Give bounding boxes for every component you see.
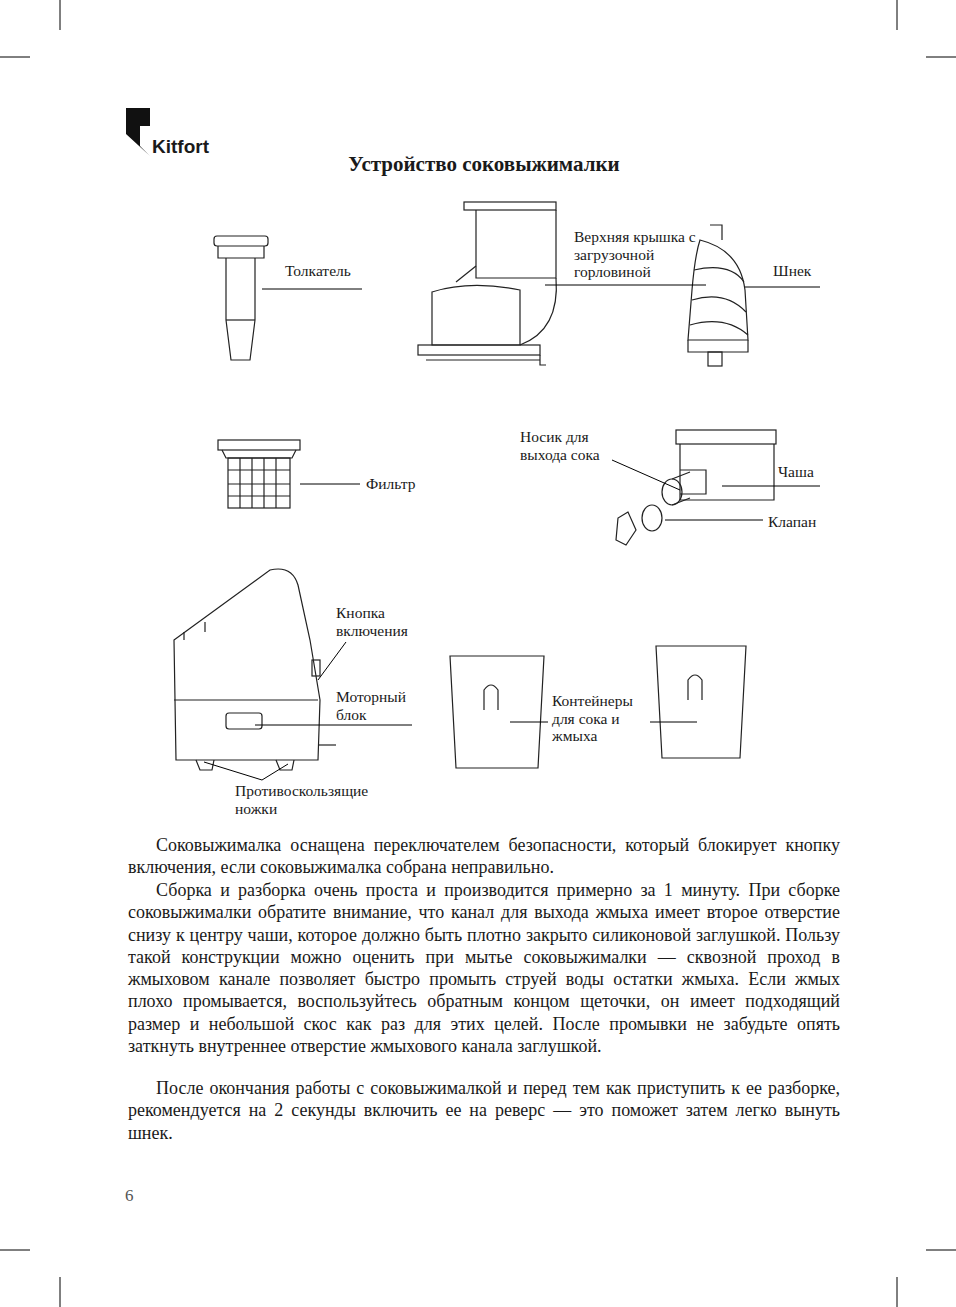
filter-drawing bbox=[218, 440, 300, 508]
part-label: Верхняя крышка с загрузочной горловиной bbox=[574, 228, 714, 281]
part-label: Противоскользящие ножки bbox=[235, 782, 405, 817]
page-title: Устройство соковыжималки bbox=[230, 152, 738, 177]
motor-block-drawing bbox=[174, 569, 336, 770]
bowl-drawing bbox=[616, 430, 776, 545]
part-label: Клапан bbox=[768, 513, 838, 531]
part-label: Шнек bbox=[773, 262, 833, 280]
pusher-drawing bbox=[214, 236, 268, 360]
part-label: Моторный блок bbox=[336, 688, 421, 723]
logo-mark bbox=[126, 108, 150, 156]
body-paragraph: Сборка и разборка очень проста и произво… bbox=[128, 879, 840, 1057]
containers-drawing bbox=[450, 646, 746, 768]
part-label: Толкатель bbox=[285, 262, 375, 280]
body-paragraph: После окончания работы с соковыжималкой … bbox=[128, 1077, 840, 1144]
part-label: Контейнеры для сока и жмыха bbox=[552, 692, 647, 745]
part-label: Носик для выхода сока bbox=[520, 428, 620, 463]
brand-logo: Kitfort bbox=[152, 136, 242, 158]
part-label: Фильтр bbox=[366, 475, 446, 493]
leader-lines bbox=[204, 285, 820, 780]
lid-drawing bbox=[418, 202, 556, 365]
auger-drawing bbox=[688, 225, 748, 366]
part-label: Кнопка включения bbox=[336, 604, 426, 639]
part-label: Чаша bbox=[778, 463, 838, 481]
page-number: 6 bbox=[125, 1186, 155, 1206]
body-paragraph: Соковыжималка оснащена переключателем бе… bbox=[128, 834, 840, 879]
